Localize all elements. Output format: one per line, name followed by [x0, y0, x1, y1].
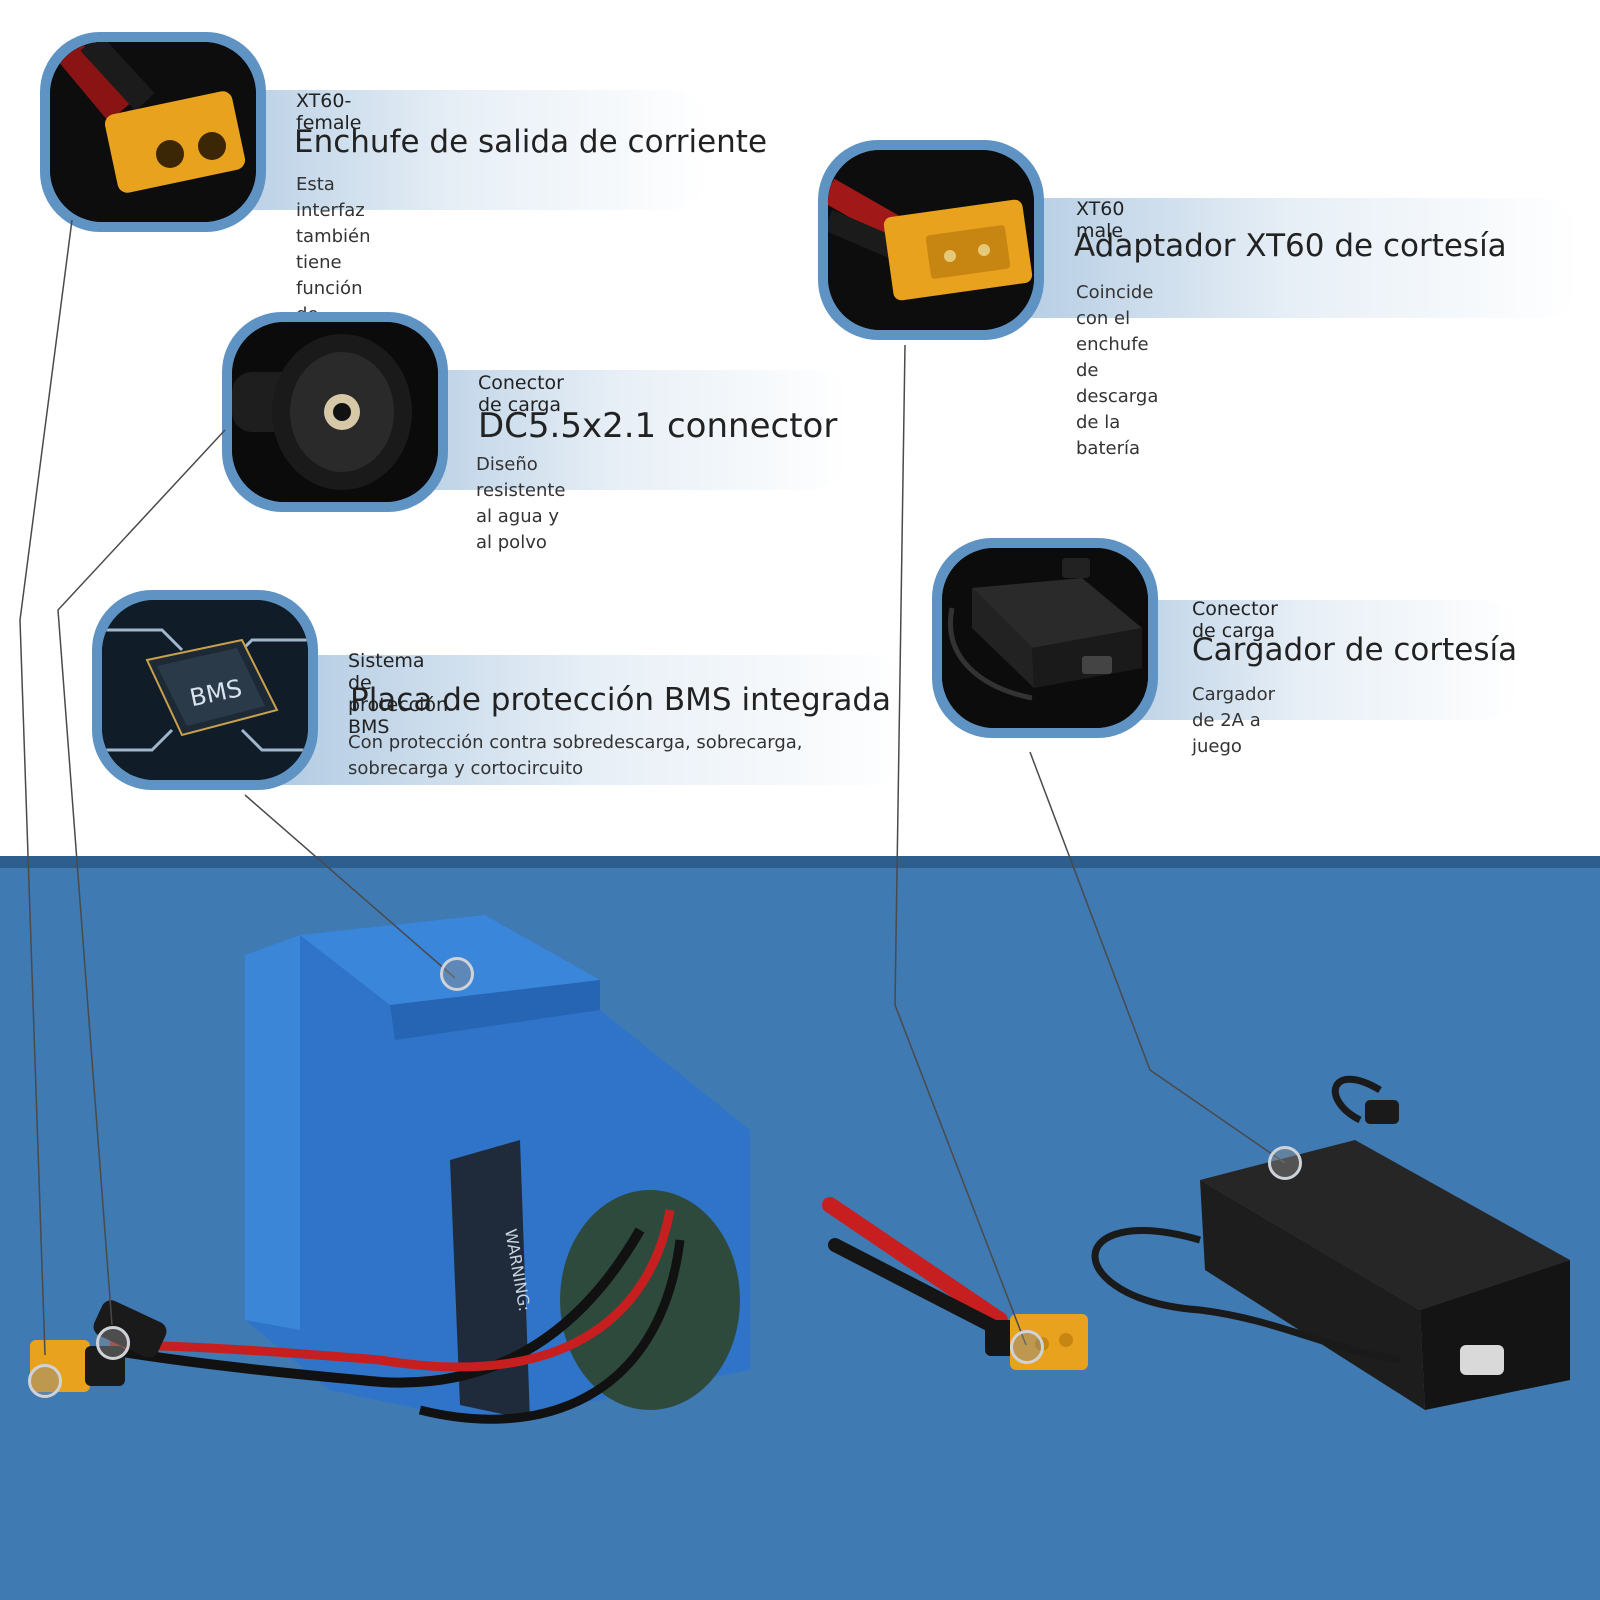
xt60-male-label: XT60 male [1076, 198, 1125, 242]
xt60-female-title: Enchufe de salida de corriente [294, 124, 768, 160]
xt60-male-photo [828, 150, 1034, 330]
dc-connector-desc: Diseño resistente al agua y al polvo [476, 454, 566, 553]
callout-fade [940, 198, 1580, 318]
bms-photo-frame: BMS [92, 590, 318, 790]
xt60-female-photo [50, 42, 256, 222]
xt60-male-desc: Coincide con el enchufe de descarga de l… [1076, 282, 1159, 459]
dc-connector-title: DC5.5x2.1 connector [478, 406, 838, 446]
xt60-male-title: Adaptador XT60 de cortesía [1074, 228, 1507, 264]
bms-photo: BMS [102, 600, 308, 780]
charger-photo-frame [932, 538, 1158, 738]
charger-desc: Cargador de 2A a juego [1192, 684, 1275, 757]
product-stage [0, 856, 1600, 1600]
xt60-male-photo-frame [818, 140, 1044, 340]
charger-label: Conector de carga [1192, 598, 1278, 642]
dc-connector-photo-frame [222, 312, 448, 512]
bms-title: Placa de protección BMS integrada [350, 682, 892, 718]
marker-bms[interactable] [440, 957, 474, 991]
dc-connector-photo [232, 322, 438, 502]
charger-title: Cargador de cortesía [1192, 632, 1518, 668]
dc-connector-label: Conector de carga [478, 372, 564, 416]
charger-photo [942, 548, 1148, 728]
marker-xt60-female[interactable] [28, 1364, 62, 1398]
divider-band [0, 856, 1600, 868]
bms-label: Sistema de protección BMS [348, 650, 449, 738]
marker-dc-connector[interactable] [96, 1326, 130, 1360]
bms-desc: Con protección contra sobredescarga, sob… [348, 732, 803, 779]
callout-fade [210, 655, 910, 785]
xt60-female-photo-frame [40, 32, 266, 232]
marker-charger[interactable] [1268, 1146, 1302, 1180]
marker-xt60-male[interactable] [1010, 1330, 1044, 1364]
xt60-female-label: XT60-female [296, 90, 362, 134]
